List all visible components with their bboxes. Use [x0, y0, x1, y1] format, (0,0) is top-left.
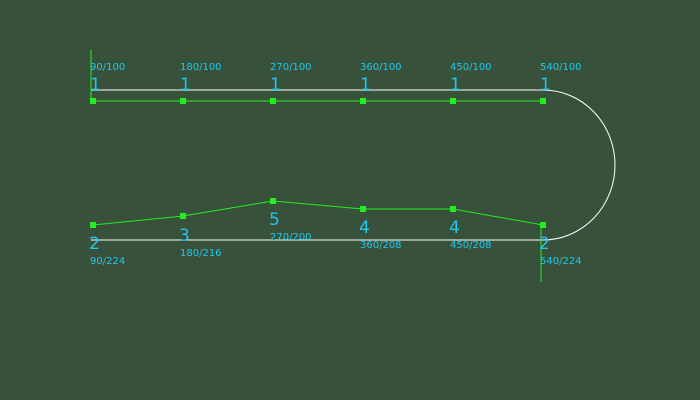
bottom-coord-label: 360/208 [360, 240, 402, 251]
top-node-marker[interactable] [450, 98, 456, 104]
bottom-coord-label: 180/216 [180, 248, 222, 259]
bottom-coord-label: 270/200 [270, 232, 312, 243]
top-node-marker[interactable] [360, 98, 366, 104]
bottom-node-marker[interactable] [360, 206, 366, 212]
bottom-offset-line [92, 200, 544, 226]
top-index-label: 1 [540, 75, 551, 95]
base-path [91, 89, 616, 241]
bottom-index-label: 4 [449, 218, 460, 238]
bottom-node-marker[interactable] [450, 206, 456, 212]
top-coord-label: 540/100 [540, 62, 582, 73]
bottom-node-marker[interactable] [180, 213, 186, 219]
top-coord-label: 180/100 [180, 62, 222, 73]
top-coord-label: 360/100 [360, 62, 402, 73]
bottom-index-label: 2 [89, 234, 100, 254]
top-index-label: 1 [450, 75, 461, 95]
top-node-marker[interactable] [180, 98, 186, 104]
bottom-coord-label: 450/208 [450, 240, 492, 251]
top-node-marker[interactable] [540, 98, 546, 104]
bottom-node-marker[interactable] [270, 198, 276, 204]
top-index-label: 1 [90, 75, 101, 95]
bottom-index-label: 2 [539, 234, 550, 254]
bottom-node-marker[interactable] [540, 222, 546, 228]
bottom-node-marker[interactable] [90, 222, 96, 228]
top-node-marker[interactable] [90, 98, 96, 104]
top-node-marker[interactable] [270, 98, 276, 104]
top-coord-label: 450/100 [450, 62, 492, 73]
bottom-index-label: 4 [359, 218, 370, 238]
bottom-index-label: 5 [269, 210, 280, 230]
bottom-index-label: 3 [179, 226, 190, 246]
top-coord-label: 90/100 [90, 62, 125, 73]
top-index-label: 1 [270, 75, 281, 95]
top-index-label: 1 [180, 75, 191, 95]
bottom-coord-label: 540/224 [540, 256, 582, 267]
bottom-coord-label: 90/224 [90, 256, 125, 267]
top-coord-label: 270/100 [270, 62, 312, 73]
top-index-label: 1 [360, 75, 371, 95]
